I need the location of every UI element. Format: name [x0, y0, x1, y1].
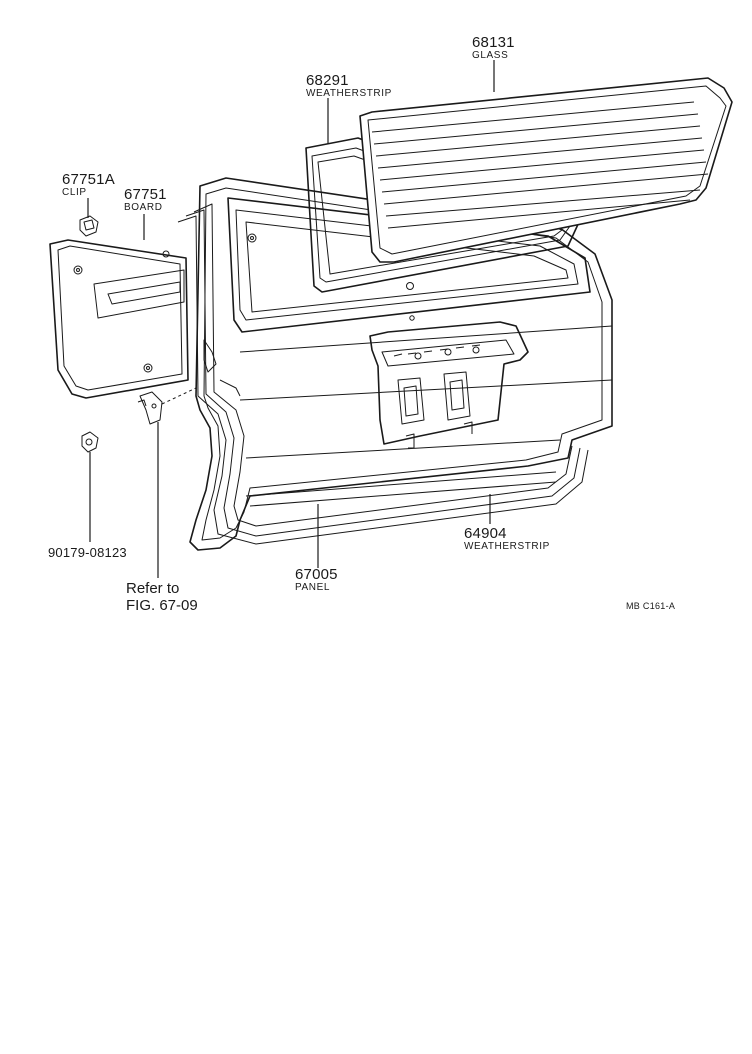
glass-drawing — [359, 77, 733, 263]
clip-part-number: 67751A — [62, 171, 115, 188]
board-drawing — [49, 239, 189, 399]
figure-code: MB C161-A — [626, 601, 676, 611]
glass-callout: 68131 GLASS — [472, 35, 515, 61]
figure-reference-line2: FIG. 67-09 — [126, 597, 198, 614]
upper-weatherstrip-drawing — [305, 137, 581, 293]
clip-callout: 67751A CLIP — [62, 172, 115, 198]
lower-weatherstrip-part-name: WEATHERSTRIP — [464, 541, 550, 552]
screw-part-number: 90179-08123 — [48, 545, 127, 560]
lower-weatherstrip-callout: 64904 WEATHERSTRIP — [464, 526, 550, 552]
figure-reference: Refer to FIG. 67-09 — [126, 580, 198, 614]
figure-reference-line1: Refer to — [126, 580, 180, 597]
board-callout: 67751 BOARD — [124, 187, 167, 213]
panel-part-name: PANEL — [295, 582, 331, 593]
board-part-name: BOARD — [124, 202, 163, 213]
panel-part-number: 67005 — [295, 566, 338, 583]
upper-weatherstrip-callout: 68291 WEATHERSTRIP — [306, 73, 392, 99]
clip-drawing — [79, 215, 99, 237]
lower-weatherstrip-drawing — [177, 203, 589, 545]
glass-part-number: 68131 — [472, 34, 515, 51]
panel-callout: 67005 PANEL — [295, 567, 338, 593]
latch-bracket-drawing — [137, 391, 163, 425]
clip-part-name: CLIP — [62, 187, 87, 198]
glass-part-name: GLASS — [472, 50, 509, 61]
screw-callout: 90179-08123 — [48, 546, 127, 559]
board-part-number: 67751 — [124, 186, 167, 203]
leader-lines — [87, 60, 495, 578]
lower-weatherstrip-part-number: 64904 — [464, 525, 507, 542]
upper-weatherstrip-part-number: 68291 — [306, 72, 349, 89]
upper-weatherstrip-part-name: WEATHERSTRIP — [306, 88, 392, 99]
panel-drawing — [189, 177, 613, 551]
screw-drawing — [81, 431, 99, 453]
